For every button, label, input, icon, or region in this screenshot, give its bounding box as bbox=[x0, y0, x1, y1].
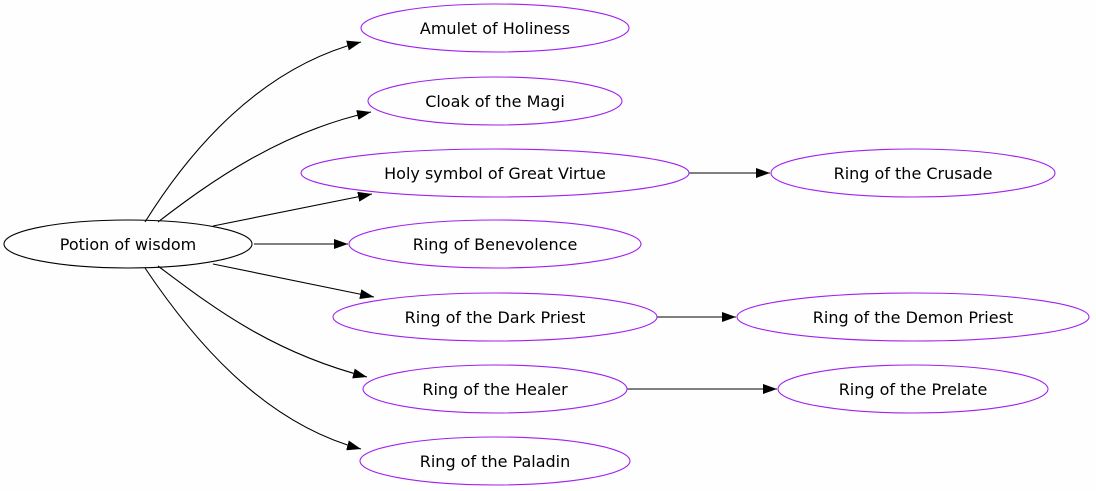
node-amulet-of-holiness[interactable]: Amulet of Holiness bbox=[360, 3, 630, 53]
node-potion-of-wisdom[interactable]: Potion of wisdom bbox=[3, 219, 253, 269]
node-label: Holy symbol of Great Virtue bbox=[384, 164, 606, 183]
node-ring-of-the-healer[interactable]: Ring of the Healer bbox=[362, 364, 628, 414]
node-ring-of-the-prelate[interactable]: Ring of the Prelate bbox=[777, 364, 1049, 414]
node-label: Amulet of Holiness bbox=[420, 19, 570, 38]
node-ring-of-the-demon-priest[interactable]: Ring of the Demon Priest bbox=[736, 292, 1090, 342]
edge-potion-cloak bbox=[157, 110, 372, 223]
node-ring-of-benevolence[interactable]: Ring of Benevolence bbox=[348, 219, 642, 269]
edge-potion-holy bbox=[212, 191, 373, 227]
nodes: Potion of wisdom Amulet of Holiness Cloa… bbox=[3, 3, 1090, 486]
node-label: Ring of the Crusade bbox=[834, 164, 993, 183]
node-holy-symbol[interactable]: Holy symbol of Great Virtue bbox=[300, 148, 690, 198]
node-label: Ring of the Paladin bbox=[420, 452, 571, 471]
node-label: Cloak of the Magi bbox=[425, 92, 565, 111]
node-ring-of-the-dark-priest[interactable]: Ring of the Dark Priest bbox=[332, 292, 658, 342]
node-label: Ring of the Demon Priest bbox=[813, 308, 1013, 327]
node-ring-of-the-crusade[interactable]: Ring of the Crusade bbox=[770, 148, 1056, 198]
node-label: Potion of wisdom bbox=[60, 235, 197, 254]
edges bbox=[144, 40, 777, 451]
node-cloak-of-the-magi[interactable]: Cloak of the Magi bbox=[367, 76, 623, 126]
edge-potion-dark-priest bbox=[212, 263, 375, 300]
node-ring-of-the-paladin[interactable]: Ring of the Paladin bbox=[359, 436, 631, 486]
node-label: Ring of the Prelate bbox=[839, 380, 988, 399]
edge-potion-healer bbox=[157, 265, 368, 379]
node-label: Ring of the Dark Priest bbox=[405, 308, 586, 327]
edge-potion-amulet bbox=[144, 40, 362, 223]
node-label: Ring of Benevolence bbox=[413, 235, 578, 254]
edge-potion-paladin bbox=[144, 267, 362, 451]
node-label: Ring of the Healer bbox=[422, 380, 568, 399]
